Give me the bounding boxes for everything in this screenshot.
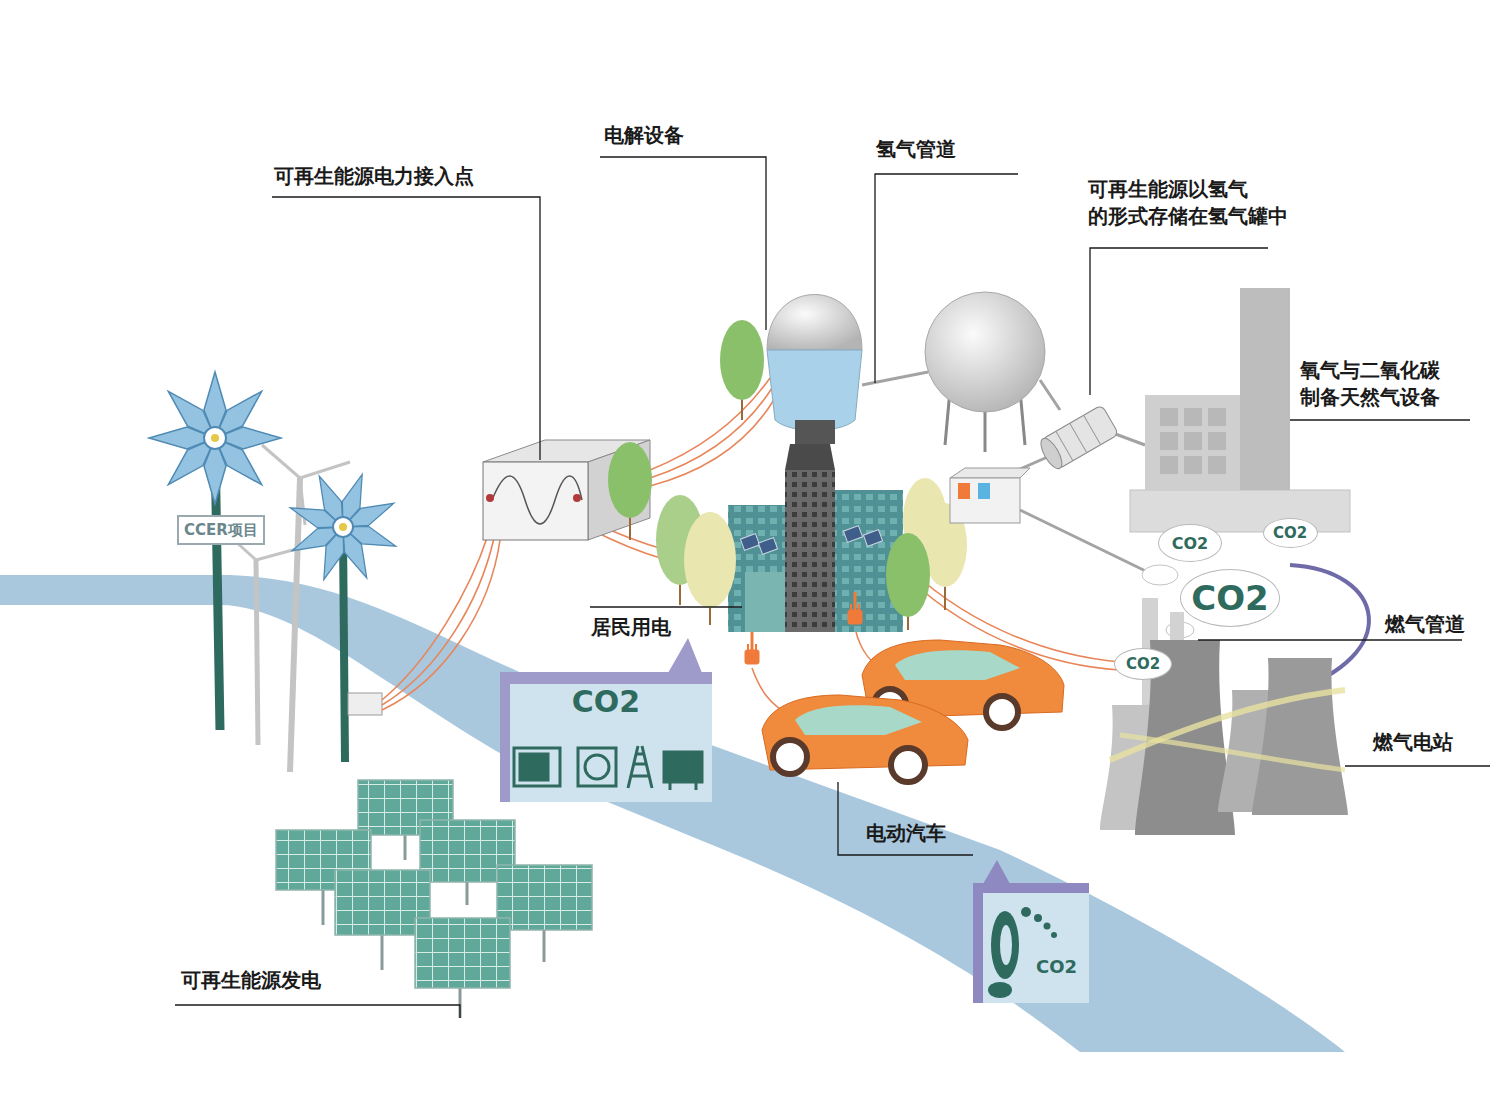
footprint-bubble: CO2: [973, 883, 1089, 1003]
storage-cylinder: [1037, 405, 1119, 472]
gas-power-station: [1100, 598, 1348, 835]
footprint-bubble: [973, 860, 1089, 1003]
node-text: CO2: [1126, 655, 1160, 673]
junction-box: [950, 468, 1030, 523]
electric-cars: [762, 640, 1064, 782]
city-buildings: [728, 444, 903, 632]
project-sign: CCER项目: [177, 515, 265, 545]
solar-panels: [276, 780, 592, 1018]
callout-label: 燃气电站: [1373, 729, 1453, 756]
co2-cloud: CO2: [1158, 524, 1222, 562]
node-text: CO2: [572, 684, 640, 719]
speech-bubble: CO2: [500, 672, 712, 802]
callout-label: 电解设备: [604, 122, 684, 149]
callout-label: 可再生能源以氢气 的形式存储在氢气罐中: [1088, 176, 1293, 230]
node-text: CO2: [1036, 956, 1077, 977]
node-text: CO2: [1172, 534, 1208, 553]
co2-cloud: CO2: [1263, 518, 1318, 548]
callout-label: 可再生能源电力接入点: [274, 163, 474, 190]
river: [0, 575, 1345, 1052]
node-text: CCER项目: [184, 521, 258, 540]
co2-cloud: CO2: [1180, 569, 1280, 627]
power-wires: [382, 378, 1120, 715]
callout-label: 氧气与二氧化碳 制备天然气设备: [1300, 357, 1452, 411]
node-text: CO2: [1191, 578, 1269, 618]
node-text: CO2: [1273, 524, 1307, 542]
plugs: [745, 592, 862, 664]
callout-label: 燃气管道: [1385, 611, 1465, 638]
methanation-plant: [1130, 288, 1350, 532]
callout-label: 可再生能源发电: [181, 967, 321, 994]
electrolysis-device: [767, 295, 862, 445]
trees: [608, 320, 967, 630]
callout-label: 电动汽车: [866, 820, 946, 847]
leader-lines: [175, 157, 1490, 1018]
callout-label: 居民用电: [591, 614, 671, 641]
hydrogen-tank: [925, 292, 1045, 452]
blue-wind-turbines: [149, 372, 399, 762]
co2-cloud: CO2: [1114, 648, 1172, 680]
callout-label: 氢气管道: [876, 136, 956, 163]
appliance-bubble: [500, 638, 712, 802]
